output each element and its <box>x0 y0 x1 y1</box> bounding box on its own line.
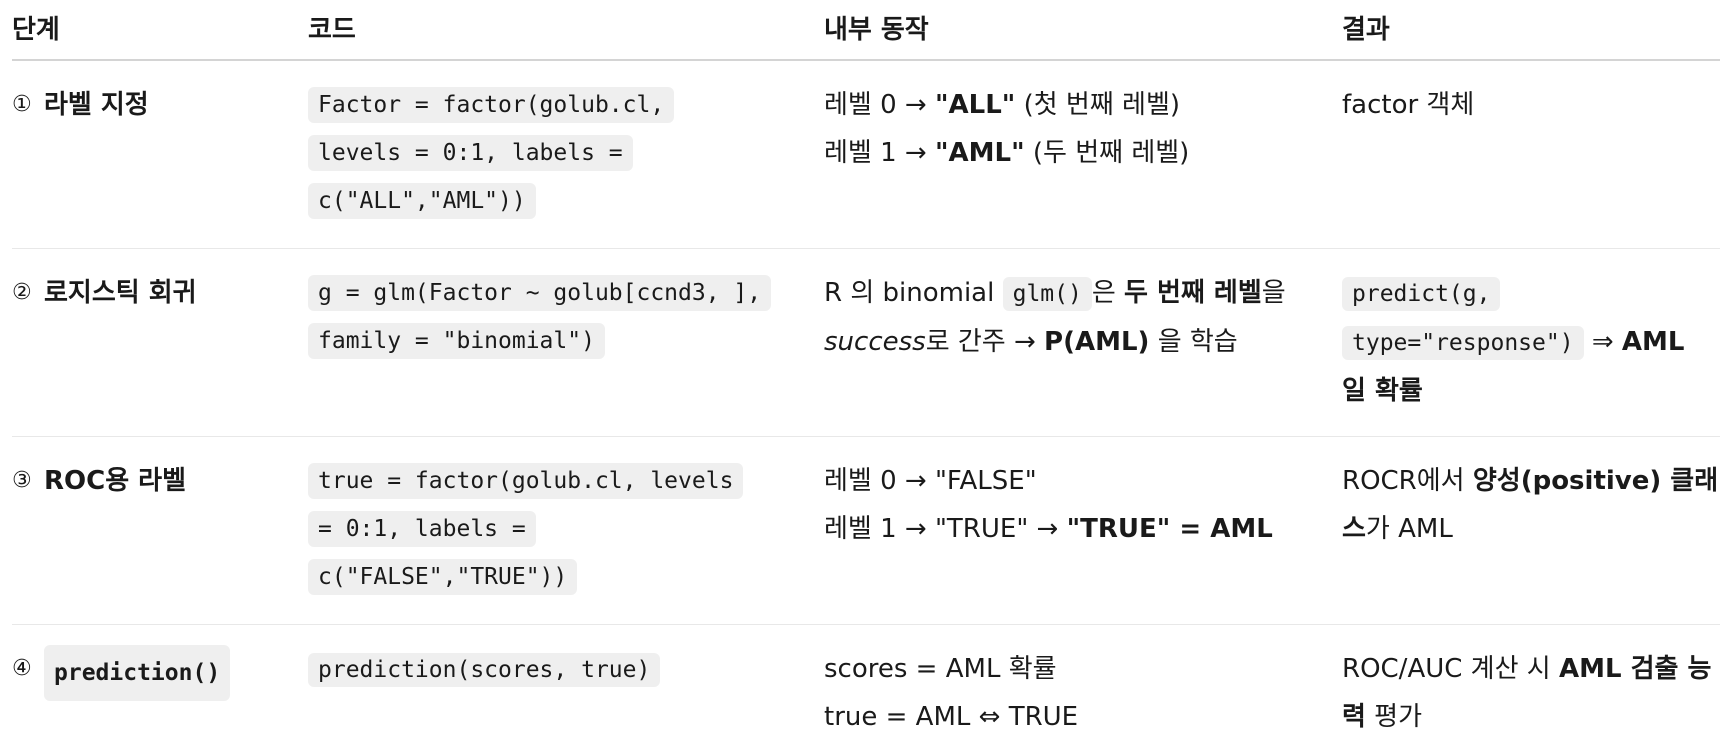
table-row: ① 라벨 지정 Factor = factor(golub.cl, levels… <box>12 61 1720 249</box>
internal-bold: 두 번째 레벨 <box>1124 278 1262 308</box>
internal-bold: P(AML) <box>1044 327 1150 357</box>
result-text: ROCR에서 <box>1342 466 1473 496</box>
result-cell: ROC/AUC 계산 시 AML 검출 능력 평가 <box>1342 625 1720 741</box>
step-code-label: prediction() <box>44 645 231 701</box>
internal-text: 레벨 1 → "TRUE" → <box>824 514 1067 544</box>
internal-cell: scores = AML 확률 true = AML ⇔ TRUE <box>824 625 1342 741</box>
internal-bold: "AML" <box>934 138 1025 168</box>
internal-bold: "ALL" <box>934 90 1016 120</box>
code-cell: Factor = factor(golub.cl, levels = 0:1, … <box>308 61 824 248</box>
internal-text: 레벨 1 → <box>824 138 935 168</box>
step-cell: ③ ROC용 라벨 <box>12 437 308 624</box>
header-step: 단계 <box>12 14 60 45</box>
result-cell: factor 객체 <box>1342 61 1720 248</box>
comparison-table: 단계 코드 내부 동작 결과 ① 라벨 지정 Factor = factor(g… <box>12 0 1720 732</box>
result-text: 가 AML <box>1365 514 1453 544</box>
code-cell: g = glm(Factor ~ golub[ccnd3, ], family … <box>308 249 824 436</box>
internal-italic: success <box>824 327 926 357</box>
internal-text: (첫 번째 레벨) <box>1015 90 1181 120</box>
internal-text: scores = AML 확률 <box>824 654 1057 684</box>
step-label: ROC용 라벨 <box>44 466 187 496</box>
code-cell: true = factor(golub.cl, levels = 0:1, la… <box>308 437 824 624</box>
code-snippet: g = glm(Factor ~ golub[ccnd3, ], family … <box>308 275 772 359</box>
table-header-row: 단계 코드 내부 동작 결과 <box>12 0 1720 61</box>
step-number: ④ <box>12 656 32 681</box>
result-cell: predict(g, type="response") ⇒ AML 일 확률 <box>1342 249 1720 436</box>
header-result: 결과 <box>1342 14 1390 45</box>
internal-text: true = AML ⇔ TRUE <box>824 702 1079 732</box>
code-cell: prediction(scores, true) <box>308 625 824 741</box>
internal-text: 레벨 0 → "FALSE" <box>824 466 1037 496</box>
step-number: ① <box>12 92 32 117</box>
internal-cell: R 의 binomial glm()은 두 번째 레벨을 success로 간주… <box>824 249 1342 436</box>
internal-text: 을 학습 <box>1149 327 1238 357</box>
result-bold: AML 검출 능력 <box>1342 654 1712 732</box>
internal-cell: 레벨 0 → "FALSE" 레벨 1 → "TRUE" → "TRUE" = … <box>824 437 1342 624</box>
internal-text: 레벨 0 → <box>824 90 935 120</box>
step-cell: ① 라벨 지정 <box>12 61 308 248</box>
result-text: factor 객체 <box>1342 90 1475 120</box>
step-label: 로지스틱 회귀 <box>44 278 197 308</box>
code-snippet: prediction(scores, true) <box>308 653 661 687</box>
result-bold: 양성(positive) 클래스 <box>1342 466 1719 544</box>
result-cell: ROCR에서 양성(positive) 클래스가 AML <box>1342 437 1720 624</box>
header-code: 코드 <box>308 14 356 45</box>
header-internal: 내부 동작 <box>824 14 929 45</box>
code-snippet: true = factor(golub.cl, levels = 0:1, la… <box>308 463 744 595</box>
inline-code: predict(g, type="response") <box>1342 277 1584 360</box>
internal-text: (두 번째 레벨) <box>1024 138 1190 168</box>
result-text: 평가 <box>1365 702 1423 732</box>
internal-text: 을 <box>1261 278 1286 308</box>
internal-text: R 의 binomial <box>824 278 1003 308</box>
code-snippet: Factor = factor(golub.cl, levels = 0:1, … <box>308 87 675 219</box>
step-number: ③ <box>12 468 32 493</box>
internal-bold: "TRUE" = AML <box>1066 514 1273 544</box>
result-bold: AML 일 확률 <box>1342 327 1685 406</box>
result-text: ROC/AUC 계산 시 <box>1342 654 1559 684</box>
step-label: 라벨 지정 <box>44 90 149 120</box>
table-row: ③ ROC용 라벨 true = factor(golub.cl, levels… <box>12 437 1720 625</box>
inline-code: glm() <box>1002 277 1092 311</box>
step-cell: ④ prediction() <box>12 625 308 741</box>
internal-text: 은 <box>1091 278 1125 308</box>
internal-text: 로 간주 → <box>925 327 1045 357</box>
table-row: ② 로지스틱 회귀 g = glm(Factor ~ golub[ccnd3, … <box>12 249 1720 437</box>
step-number: ② <box>12 280 32 305</box>
table-row: ④ prediction() prediction(scores, true) … <box>12 625 1720 732</box>
step-cell: ② 로지스틱 회귀 <box>12 249 308 436</box>
result-text: ⇒ <box>1583 327 1622 357</box>
internal-cell: 레벨 0 → "ALL" (첫 번째 레벨) 레벨 1 → "AML" (두 번… <box>824 61 1342 248</box>
